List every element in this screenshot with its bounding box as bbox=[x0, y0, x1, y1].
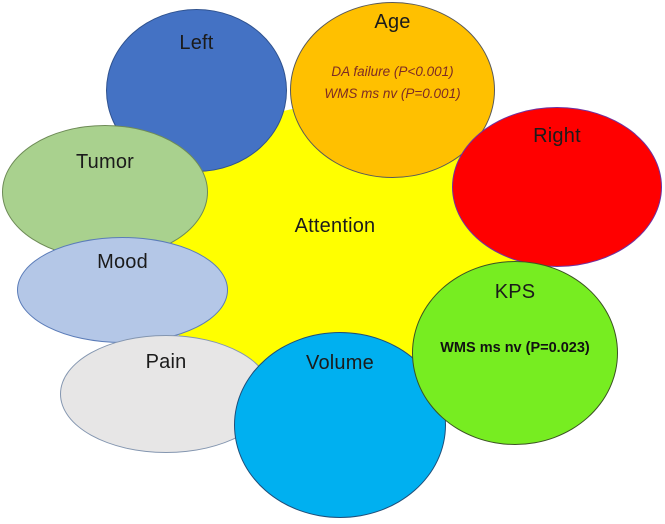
node-kps-label: KPS bbox=[494, 281, 536, 303]
node-kps: KPS WMS ms nv (P=0.023) bbox=[412, 261, 618, 445]
node-pain-label: Pain bbox=[145, 351, 187, 373]
node-tumor: Tumor bbox=[2, 125, 208, 259]
node-kps-stats: WMS ms nv (P=0.023) bbox=[440, 340, 590, 356]
node-age-label: Age bbox=[374, 11, 411, 33]
node-tumor-label: Tumor bbox=[75, 151, 135, 173]
node-right-label: Right bbox=[533, 125, 581, 147]
node-age-stats: DA failure (P<0.001) WMS ms nv (P=0.001) bbox=[291, 61, 494, 105]
node-age: Age DA failure (P<0.001) WMS ms nv (P=0.… bbox=[290, 2, 495, 178]
node-volume-label: Volume bbox=[306, 352, 374, 374]
node-mood-label: Mood bbox=[97, 251, 148, 273]
node-age-stats-line2: WMS ms nv (P=0.001) bbox=[324, 86, 461, 101]
node-age-stats-line1: DA failure (P<0.001) bbox=[331, 64, 454, 79]
node-mood: Mood bbox=[17, 237, 228, 343]
node-right: Right bbox=[452, 107, 662, 267]
node-volume: Volume bbox=[234, 332, 446, 518]
node-attention-label: Attention bbox=[294, 215, 376, 237]
node-left-label: Left bbox=[179, 32, 214, 54]
